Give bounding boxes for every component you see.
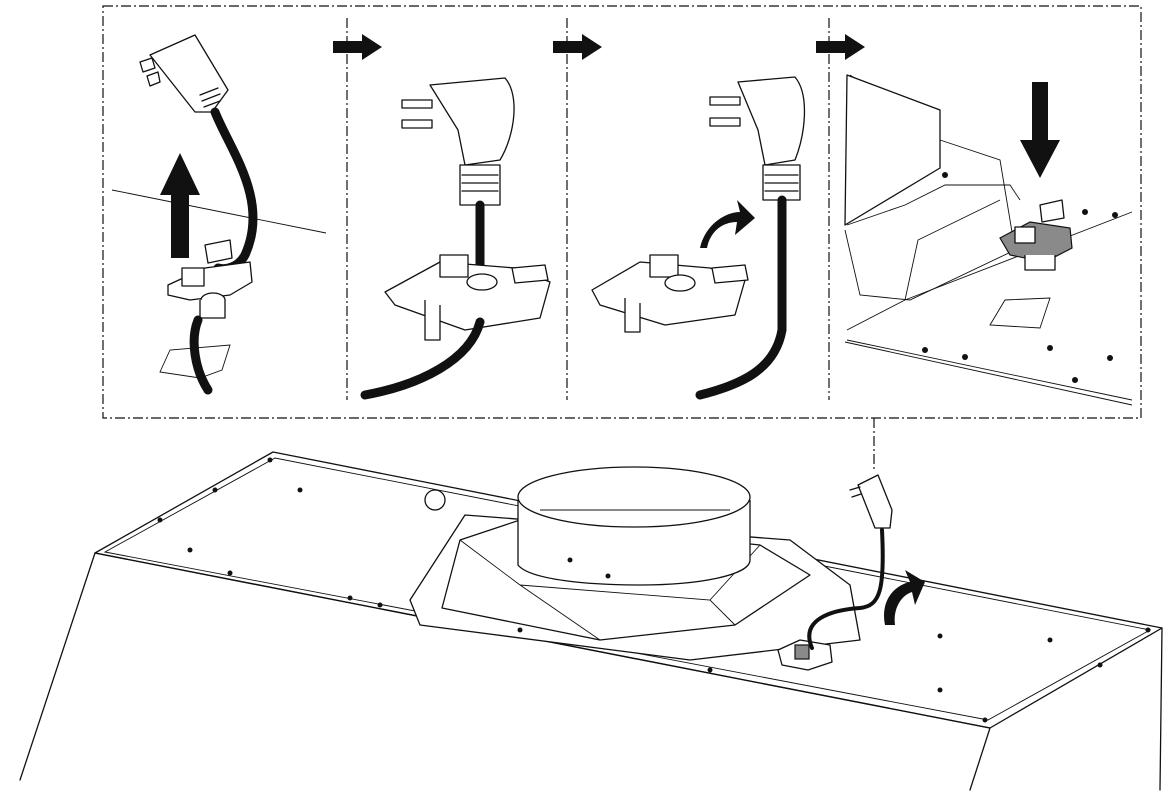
arrow-right-icon (553, 34, 602, 60)
detail-frame (102, 5, 1142, 470)
arrow-right-icon (333, 34, 382, 60)
arrow-right-icon (816, 34, 865, 60)
cord-bracket-icon (777, 639, 833, 671)
cord-bracket-icon (999, 199, 1073, 271)
power-plug-icon (849, 474, 893, 529)
power-plug-icon (709, 76, 806, 201)
cord-bracket-icon (167, 239, 253, 319)
arrow-down-icon (1020, 82, 1060, 178)
power-plug-icon (401, 77, 515, 206)
step-4-panel (844, 74, 1133, 406)
cord-bracket-icon (384, 254, 551, 341)
curved-arrow-icon (884, 570, 925, 625)
step-3-panel (591, 76, 806, 400)
arrow-up-icon (160, 153, 200, 258)
range-hood (19, 451, 1163, 791)
power-plug-icon (139, 34, 229, 113)
curved-arrow-icon (700, 200, 755, 248)
step-1-panel (111, 34, 327, 395)
step-2-panel (360, 77, 551, 400)
cord-bracket-icon (591, 254, 749, 333)
